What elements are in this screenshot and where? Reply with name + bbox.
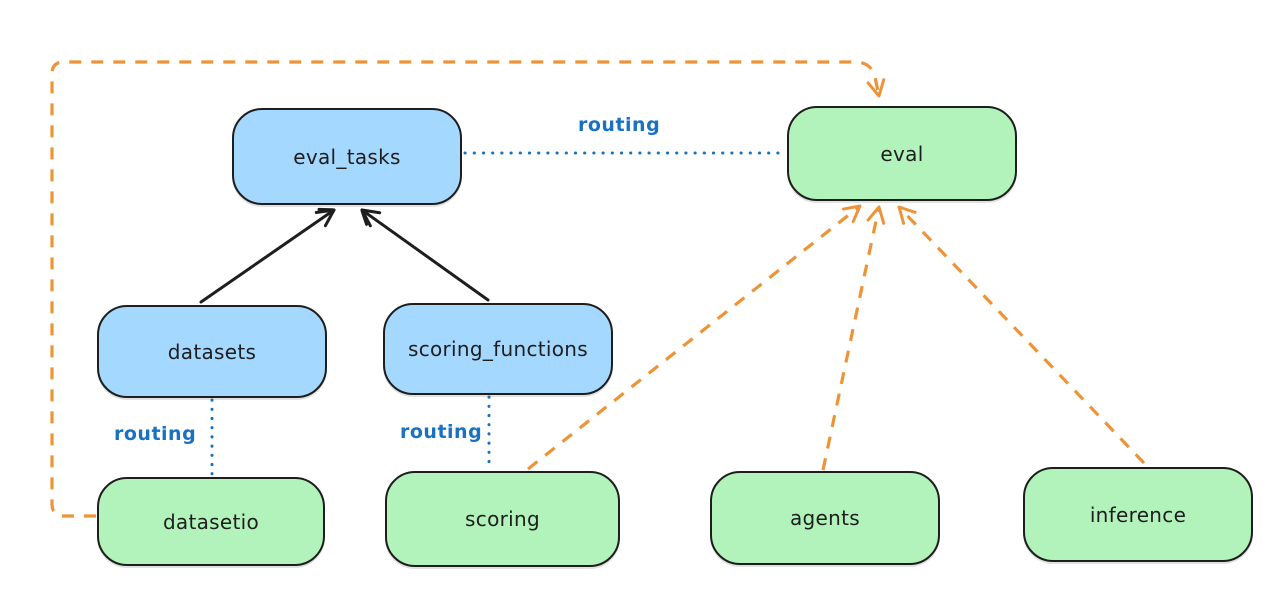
node-inference[interactable]: inference xyxy=(1023,467,1253,562)
edge-scoring-functions-to-eval-tasks[interactable] xyxy=(360,208,490,302)
node-scoring-label: scoring xyxy=(465,507,540,531)
routing-label-scoring-functions-scoring[interactable]: routing xyxy=(400,421,483,443)
node-eval-tasks[interactable]: eval_tasks xyxy=(232,108,462,205)
node-agents[interactable]: agents xyxy=(710,471,940,565)
node-inference-label: inference xyxy=(1089,502,1187,527)
node-scoring[interactable]: scoring xyxy=(385,471,620,567)
node-datasetio-label: datasetio xyxy=(162,509,260,534)
node-agents-label: agents xyxy=(790,506,860,530)
node-datasetio[interactable]: datasetio xyxy=(97,477,325,566)
node-datasets[interactable]: datasets xyxy=(97,305,327,398)
edge-agents-to-eval[interactable] xyxy=(821,205,886,471)
node-datasets-label: datasets xyxy=(167,339,257,364)
node-eval-tasks-label: eval_tasks xyxy=(293,144,401,169)
routing-label-datasets-datasetio[interactable]: routing xyxy=(114,423,197,445)
edge-datasetio-to-eval[interactable] xyxy=(50,60,886,518)
node-eval[interactable]: eval xyxy=(787,106,1017,201)
edge-inference-to-eval[interactable] xyxy=(897,205,1146,465)
node-scoring-functions-label: scoring_functions xyxy=(407,337,589,361)
edge-scoring-to-eval[interactable] xyxy=(527,204,862,471)
node-scoring-functions[interactable]: scoring_functions xyxy=(383,303,613,395)
edge-datasets-to-eval-tasks[interactable] xyxy=(199,207,336,304)
node-eval-label: eval xyxy=(880,141,924,166)
routing-label-eval-tasks-eval[interactable]: routing xyxy=(578,114,661,136)
